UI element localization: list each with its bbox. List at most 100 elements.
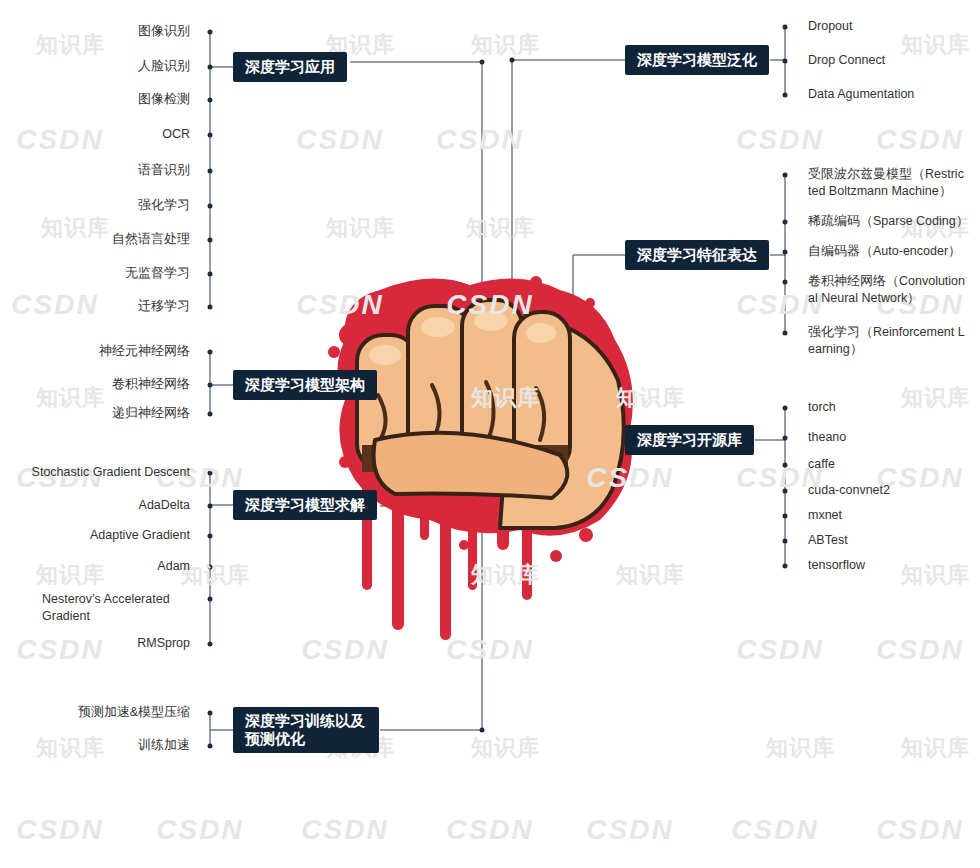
fist-creases xyxy=(378,382,544,440)
fist-thumb xyxy=(374,433,568,498)
blood-splatter xyxy=(579,528,593,542)
bullet-dot xyxy=(208,597,213,602)
leaf-label: 图像检测 xyxy=(138,91,190,109)
blood-splatter xyxy=(530,276,542,288)
leaf-label: 图像识别 xyxy=(138,23,190,41)
watermark: CSDN xyxy=(16,634,103,666)
watermark: CSDN xyxy=(301,634,388,666)
leaf-label: Dropout xyxy=(808,18,852,36)
leaf-label: 人脸识别 xyxy=(138,58,190,76)
bullet-dot xyxy=(208,383,213,388)
leaf-label: Data Agumentation xyxy=(808,86,914,104)
bullet-dot xyxy=(208,744,213,749)
topic-box: 深度学习模型架构 xyxy=(233,370,377,400)
blood-splatter xyxy=(339,324,361,346)
bullet-dot xyxy=(783,436,788,441)
bullet-dot xyxy=(783,220,788,225)
topic-text: 深度学习开源库 xyxy=(637,430,742,450)
topic-text: 深度学习模型求解 xyxy=(245,495,365,515)
bullet-dot xyxy=(783,93,788,98)
bullet-dot xyxy=(208,238,213,243)
leaf-label: Adaptive Gradient xyxy=(90,527,190,545)
topic-box: 深度学习模型泛化 xyxy=(625,45,769,75)
bullet-dot xyxy=(783,25,788,30)
blood-splatter xyxy=(459,540,469,550)
leaf-label: 训练加速 xyxy=(138,737,190,755)
watermark: 知识库 xyxy=(471,560,540,590)
leaf-label: 迁移学习 xyxy=(138,298,190,316)
topic-text: 深度学习特征表达 xyxy=(637,245,757,265)
leaf-label: ABTest xyxy=(808,532,848,550)
bullet-dot xyxy=(208,350,213,355)
leaf-label: tensorflow xyxy=(808,557,865,575)
bullet-dot xyxy=(783,250,788,255)
watermark: CSDN xyxy=(876,124,963,156)
watermark: 知识库 xyxy=(326,213,395,243)
watermark: CSDN xyxy=(11,289,98,321)
watermark: 知识库 xyxy=(616,383,685,413)
watermark: CSDN xyxy=(736,124,823,156)
fist-crease xyxy=(378,395,386,440)
topic-box: 深度学习特征表达 xyxy=(625,240,769,270)
bullet-dot xyxy=(783,173,788,178)
watermark: CSDN xyxy=(446,634,533,666)
bullet-dot xyxy=(783,539,788,544)
fist xyxy=(357,300,624,528)
leaf-label: Adam xyxy=(157,558,190,576)
leaf-label: Nesterov’s Accelerated Gradient xyxy=(42,591,192,626)
topic-text: 深度学习训练以及预测优化 xyxy=(245,712,367,748)
leaf-label: theano xyxy=(808,429,846,447)
leaf-label: 预测加速&模型压缩 xyxy=(78,704,190,722)
topic-text: 深度学习应用 xyxy=(245,57,335,77)
watermark: 知识库 xyxy=(766,733,835,763)
bullet-dots xyxy=(208,25,788,749)
blood-splatter xyxy=(328,346,340,358)
bullet-dot xyxy=(208,98,213,103)
watermark: CSDN xyxy=(736,634,823,666)
bullet-dot xyxy=(783,514,788,519)
watermark: CSDN xyxy=(586,814,673,846)
leaf-label: 自然语言处理 xyxy=(112,231,190,249)
watermark: 知识库 xyxy=(36,560,105,590)
bracket-lines xyxy=(210,27,785,746)
watermark: CSDN xyxy=(16,124,103,156)
bullet-dot xyxy=(208,65,213,70)
leaf-label: caffe xyxy=(808,456,835,474)
blood-splatter xyxy=(339,456,351,468)
bullet-dot xyxy=(783,406,788,411)
watermark: 知识库 xyxy=(36,30,105,60)
fist-highlight xyxy=(526,323,556,343)
watermark: 知识库 xyxy=(616,560,685,590)
leaf-label: 卷积神经网络 xyxy=(112,376,190,394)
blood-splatter xyxy=(550,550,562,562)
bullet-dot xyxy=(208,305,213,310)
bullet-dot xyxy=(208,534,213,539)
leaf-label: 卷积神经网络（Convolutional Neural Network） xyxy=(808,273,966,308)
bullet-dot xyxy=(208,711,213,716)
watermark: 知识库 xyxy=(466,213,535,243)
watermark: 知识库 xyxy=(471,383,540,413)
blood-splatter xyxy=(585,298,595,308)
leaf-label: 稀疏编码（Sparse Coding） xyxy=(808,213,969,231)
bullet-dot xyxy=(783,59,788,64)
watermark: CSDN xyxy=(731,814,818,846)
bullet-dot xyxy=(208,272,213,277)
watermark: 知识库 xyxy=(901,560,970,590)
bullet-dot xyxy=(208,412,213,417)
bullet-dot xyxy=(783,564,788,569)
bullet-dot xyxy=(510,58,515,63)
watermark: CSDN xyxy=(156,814,243,846)
bullet-dot xyxy=(208,642,213,647)
bracket-line xyxy=(210,352,233,414)
watermark: CSDN xyxy=(446,289,533,321)
watermark: CSDN xyxy=(586,462,673,494)
leaf-label: cuda-convnet2 xyxy=(808,482,890,500)
fist-crease xyxy=(432,385,440,438)
bracket-line xyxy=(210,473,233,644)
topic-box: 深度学习模型求解 xyxy=(233,490,377,520)
leaf-label: 受限波尔兹曼模型（Restricted Boltzmann Machine） xyxy=(808,166,966,201)
watermark: CSDN xyxy=(296,124,383,156)
topic-box: 深度学习开源库 xyxy=(625,425,754,455)
watermark: 知识库 xyxy=(901,733,970,763)
leaf-label: 神经元神经网络 xyxy=(99,343,190,361)
